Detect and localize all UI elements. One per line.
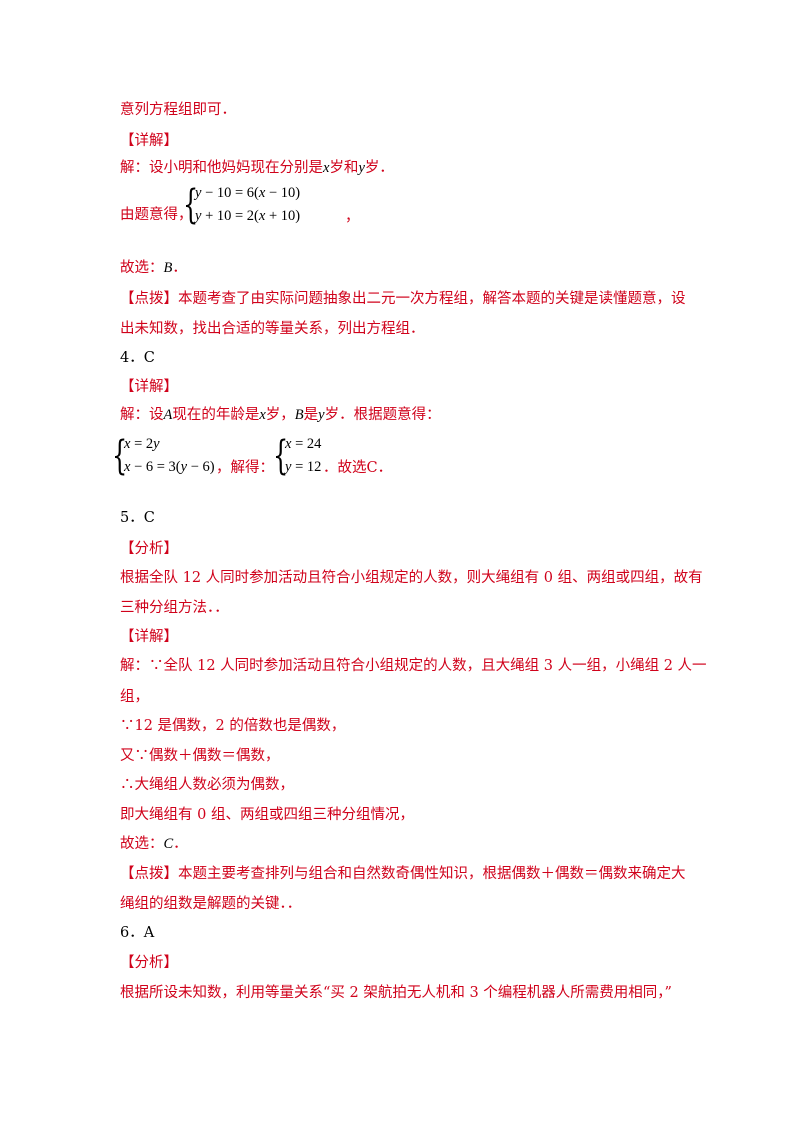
math-var: B (294, 407, 304, 423)
text-line: ∴大绳组人数必须为偶数， (120, 777, 294, 793)
text-line: 解：设A现在的年龄是x岁，B是y岁．根据题意得： (120, 405, 441, 425)
text-line: 【点拨】本题考查了由实际问题抽象出二元一次方程组，解答本题的关键是读懂题意，设 (120, 291, 686, 307)
text-line: 故选：C． (120, 834, 188, 854)
section-heading-analysis: 【分析】 (120, 541, 178, 557)
text-line: 根据所设未知数，利用等量关系“买 2 架航拍无人机和 3 个编程机器人所需费用相… (120, 985, 672, 1001)
section-heading-detail: 【详解】 (120, 629, 178, 645)
text-line: 三种分组方法．． (120, 600, 229, 616)
text-line: 意列方程组即可． (120, 102, 236, 118)
text-line: 组， (120, 689, 149, 705)
math-var: A (163, 407, 173, 423)
text-line: 出未知数，找出合适的等量关系，列出方程组． (120, 321, 425, 337)
text-line: 由题意得， (120, 207, 193, 223)
brace-icon: { (183, 182, 199, 228)
text-span: ． (172, 260, 187, 276)
math-var: C (163, 836, 174, 852)
text-span: 岁， (265, 407, 295, 423)
text-line: 故选：B． (120, 258, 187, 278)
math-var: x (259, 407, 266, 423)
text-span: 故选： (120, 260, 164, 276)
text-line: ，解得： (216, 460, 274, 476)
equation-row: y − 10 = 6(x − 10) (195, 185, 301, 201)
equation-system-2: { x = 2y x − 6 = 3(y − 6) (112, 434, 222, 478)
equation-system-3: { x = 24 y = 12 (273, 434, 333, 478)
text-span: 岁．根据题意得： (324, 407, 441, 423)
text-line: 绳组的组数是解题的关键．． (120, 896, 302, 912)
text-line: ， (345, 209, 360, 225)
equation-row: x − 6 = 3(y − 6) (124, 459, 215, 475)
math-var: B (163, 260, 173, 276)
text-line: 【点拨】本题主要考查排列与组合和自然数奇偶性知识，根据偶数＋偶数＝偶数来确定大 (120, 866, 686, 882)
text-span: ． (173, 836, 188, 852)
text-line: 又∵偶数＋偶数＝偶数， (120, 748, 280, 764)
section-heading-detail: 【详解】 (120, 133, 178, 149)
text-line: ．故选C． (323, 460, 393, 476)
text-span: 故选： (120, 836, 164, 852)
text-span: 岁和 (329, 160, 359, 176)
equation-row: y + 10 = 2(x + 10) (195, 208, 301, 224)
text-line: 解：∵全队 12 人同时参加活动且符合小组规定的人数，且大绳组 3 人一组，小绳… (120, 658, 707, 674)
equation-row: y = 12 (285, 459, 322, 475)
text-span: 解：设 (120, 407, 164, 423)
section-heading-analysis: 【分析】 (120, 955, 178, 971)
math-var: y (318, 407, 325, 423)
answer-number: 5．C (120, 510, 155, 526)
answer-number: 4．C (120, 350, 155, 366)
brace-icon: { (112, 433, 128, 479)
brace-icon: { (273, 433, 289, 479)
equation-row: x = 2y (124, 436, 160, 452)
text-line: 解：设小明和他妈妈现在分别是x岁和y岁． (120, 158, 394, 178)
text-line: 根据全队 12 人同时参加活动且符合小组规定的人数，则大绳组有 0 组、两组或四… (120, 570, 703, 586)
equation-row: x = 24 (285, 436, 322, 452)
text-span: 解：设小明和他妈妈现在分别是 (120, 160, 323, 176)
math-var: y (358, 160, 365, 176)
text-line: 即大绳组有 0 组、两组或四组三种分组情况， (120, 807, 414, 823)
text-span: 现在的年龄是 (172, 407, 260, 423)
equation-system-1: { y − 10 = 6(x − 10) y + 10 = 2(x + 10) (183, 183, 343, 227)
answer-number: 6．A (120, 925, 155, 941)
text-span: 是 (303, 407, 319, 423)
section-heading-detail: 【详解】 (120, 379, 178, 395)
math-var: x (323, 160, 330, 176)
text-span: 岁． (364, 160, 394, 176)
text-line: ∵12 是偶数，2 的倍数也是偶数， (120, 718, 346, 734)
